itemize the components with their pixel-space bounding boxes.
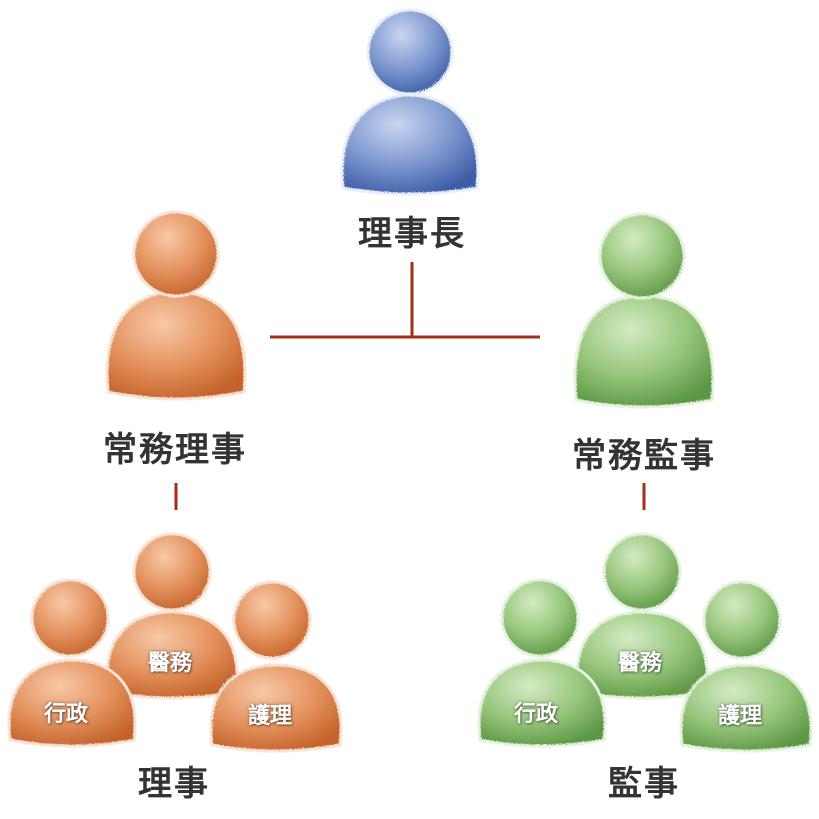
supervisors-right-label: 護理 xyxy=(718,704,763,729)
standing-director-person-icon xyxy=(105,210,247,401)
connector-lines xyxy=(174,262,646,510)
supervisors-middle-label: 醫務 xyxy=(618,651,663,676)
standing-director-label: 常務理事 xyxy=(103,430,247,470)
directors-right-label: 護理 xyxy=(248,704,293,729)
directors-group-icon xyxy=(7,532,343,753)
supervisors-label: 監事 xyxy=(608,764,680,804)
supervisors-group-icon xyxy=(477,532,813,753)
chairman-person-icon xyxy=(340,8,480,196)
chairman-label: 理事長 xyxy=(358,214,466,254)
standing-supervisor-label: 常務監事 xyxy=(572,436,716,476)
directors-middle-label: 醫務 xyxy=(148,651,193,676)
standing-supervisor-person-icon xyxy=(573,212,715,409)
directors-left-label: 行政 xyxy=(44,702,89,727)
directors-label: 理事 xyxy=(138,764,210,804)
supervisors-left-label: 行政 xyxy=(514,702,559,727)
